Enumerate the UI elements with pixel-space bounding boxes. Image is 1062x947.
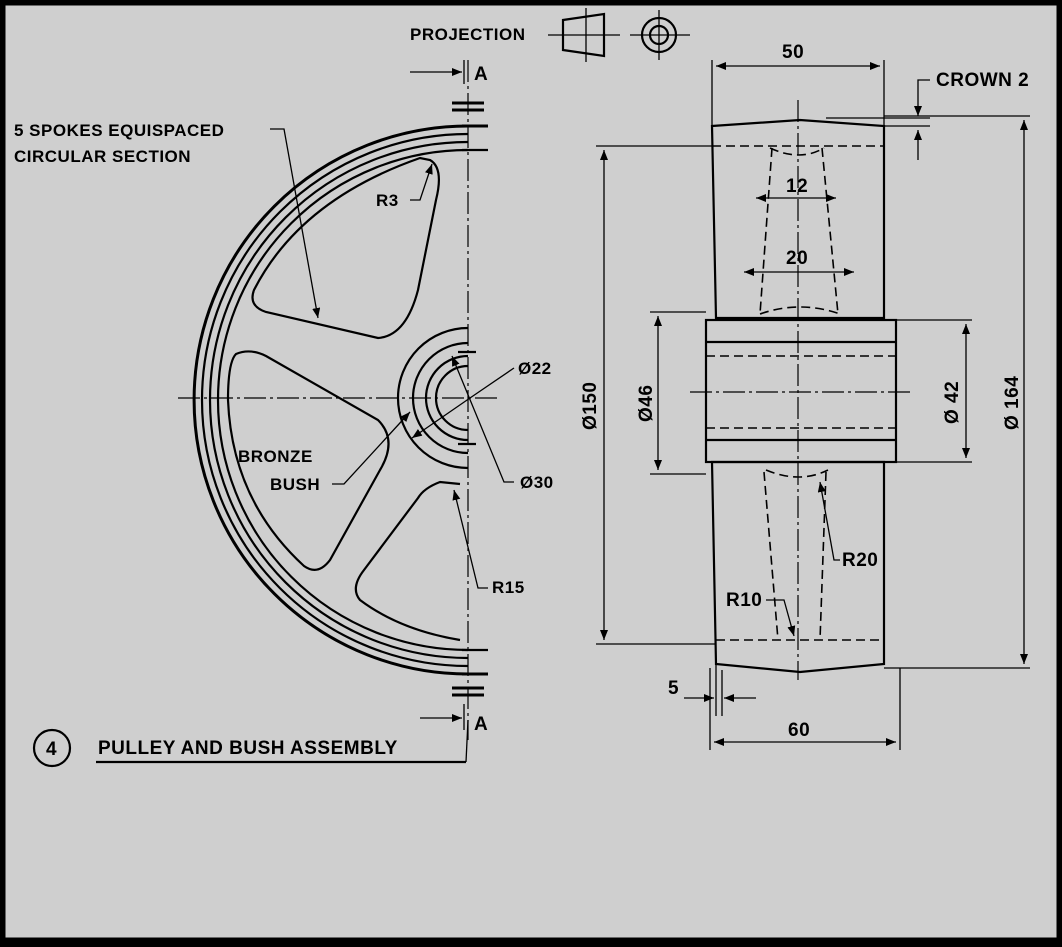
dim-5: 5 bbox=[668, 678, 679, 699]
section-mark-top: A bbox=[474, 64, 488, 85]
title-number-circle bbox=[32, 728, 72, 768]
bore bbox=[434, 364, 469, 432]
projection-label: PROJECTION bbox=[410, 25, 526, 44]
d22-label: Ø22 bbox=[518, 359, 552, 378]
bronze-label: BRONZE bbox=[238, 447, 313, 466]
r10-label: R10 bbox=[726, 590, 762, 611]
d164-label: Ø 164 bbox=[1002, 376, 1023, 430]
d42-label: Ø 42 bbox=[942, 381, 963, 424]
title-number: 4 bbox=[46, 739, 57, 760]
spoke-window-3 bbox=[354, 480, 461, 642]
d150-label: Ø150 bbox=[580, 382, 601, 430]
title-text: PULLEY AND BUSH ASSEMBLY bbox=[98, 738, 398, 759]
r20-label: R20 bbox=[842, 550, 878, 571]
side-view: 50 CROWN 2 12 20 Ø150 Ø46 Ø 42 Ø 164 R20… bbox=[580, 42, 1030, 750]
section-arrow-icon: A A bbox=[410, 60, 488, 735]
bush-outer bbox=[424, 354, 469, 442]
section-mark-bottom: A bbox=[474, 714, 488, 735]
spoke-window-2 bbox=[226, 350, 390, 571]
front-view: A A 5 SPOKES EQUISPACED CIRCULAR SECTION bbox=[14, 60, 554, 740]
dim-12: 12 bbox=[786, 176, 808, 197]
projection-symbol-icon: PROJECTION bbox=[410, 8, 690, 62]
dim-20: 20 bbox=[786, 248, 808, 269]
dim-50: 50 bbox=[782, 42, 804, 63]
hub-section bbox=[704, 318, 898, 464]
d46-label: Ø46 bbox=[636, 385, 657, 422]
d30-label: Ø30 bbox=[520, 473, 554, 492]
hub-outer bbox=[396, 326, 469, 470]
bush-label: BUSH bbox=[270, 475, 320, 494]
spoke-hidden-lower bbox=[763, 471, 827, 641]
crown-label: CROWN 2 bbox=[936, 70, 1029, 91]
dim-60: 60 bbox=[788, 720, 810, 741]
title-block: 4 PULLEY AND BUSH ASSEMBLY bbox=[32, 719, 469, 768]
spokes-note-line2: CIRCULAR SECTION bbox=[14, 147, 191, 166]
spokes-note-line1: 5 SPOKES EQUISPACED bbox=[14, 121, 224, 140]
rim-outer bbox=[192, 124, 469, 676]
paper bbox=[4, 4, 1058, 939]
r3-label: R3 bbox=[376, 191, 399, 210]
rim-upper bbox=[710, 118, 886, 320]
r15-label: R15 bbox=[492, 578, 525, 597]
spoke-window-1 bbox=[251, 156, 441, 340]
